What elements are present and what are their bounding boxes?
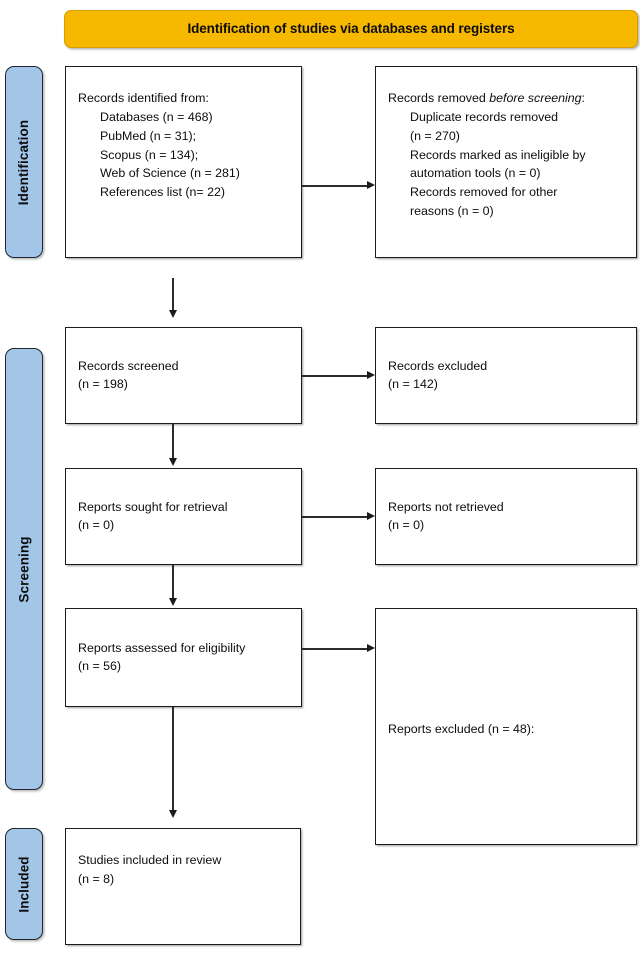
records-removed-line-5: reasons (n = 0) [410, 204, 494, 219]
records-removed-heading: Records removed before screening: [388, 89, 628, 108]
records-removed-line-3: automation tools (n = 0) [410, 166, 541, 181]
records-removed-line-1: (n = 270) [410, 128, 460, 143]
node-records-screened-body: Records screened (n = 198) [78, 357, 293, 395]
connector-assessed-to-reports-excluded-arrowhead [367, 644, 375, 652]
connector-assessed-to-included-arrowhead [168, 810, 177, 818]
node-reports-excluded-body: Reports excluded (n = 48): [388, 720, 628, 739]
records-removed-heading-italic: before screening [489, 91, 582, 105]
records-screened-line-1: (n = 198) [78, 377, 128, 392]
connector-screened-to-excluded [302, 375, 367, 377]
connector-sought-to-assessed-arrowhead [168, 598, 177, 606]
node-records-screened: Records screened (n = 198) [65, 327, 302, 424]
node-reports-assessed-body: Reports assessed for eligibility (n = 56… [78, 639, 293, 677]
records-identified-line-2: PubMed (n = 31); [100, 128, 197, 143]
records-excluded-line-1: (n = 142) [388, 377, 438, 392]
node-studies-included: Studies included in review (n = 8) [65, 828, 301, 945]
connector-sought-to-not-retrieved-arrowhead [367, 512, 375, 520]
connector-screened-to-sought [172, 424, 174, 460]
connector-sought-to-not-retrieved [302, 516, 367, 518]
node-reports-assessed: Reports assessed for eligibility (n = 56… [65, 608, 302, 707]
phase-tab-included: Included [5, 828, 43, 940]
node-records-removed: Records removed before screening: Duplic… [375, 66, 637, 258]
reports-not-retrieved-line-0: Reports not retrieved [388, 499, 504, 514]
node-records-removed-body: Records removed before screening: Duplic… [388, 89, 628, 221]
connector-assessed-to-included [172, 707, 174, 812]
node-records-identified: Records identified from: Databases (n = … [65, 66, 302, 258]
reports-assessed-line-0: Reports assessed for eligibility [78, 640, 246, 655]
node-studies-included-body: Studies included in review (n = 8) [78, 851, 292, 889]
phase-tab-identification-label: Identification [16, 119, 32, 205]
records-removed-line-4: Records removed for other [410, 185, 558, 200]
connector-identified-to-removed [302, 185, 367, 187]
records-identified-line-4: Web of Science (n = 281) [100, 166, 240, 181]
phase-tab-screening: Screening [5, 348, 43, 790]
connector-identified-to-removed-arrowhead [367, 181, 375, 189]
reports-not-retrieved-line-1: (n = 0) [388, 518, 425, 533]
stage-banner-label: Identification of studies via databases … [187, 20, 515, 36]
phase-tab-identification: Identification [5, 66, 43, 258]
connector-identified-to-screened [172, 278, 174, 310]
node-records-excluded-body: Records excluded (n = 142) [388, 357, 628, 395]
phase-tab-included-label: Included [16, 855, 32, 913]
connector-assessed-to-reports-excluded [302, 648, 367, 650]
connector-sought-to-assessed [172, 565, 174, 600]
records-removed-heading-suffix: : [581, 91, 585, 105]
reports-sought-line-0: Reports sought for retrieval [78, 499, 228, 514]
node-reports-not-retrieved: Reports not retrieved (n = 0) [375, 468, 637, 565]
records-excluded-line-0: Records excluded [388, 358, 488, 373]
reports-excluded-line-0: Reports excluded (n = 48): [388, 722, 535, 736]
node-records-excluded: Records excluded (n = 142) [375, 327, 637, 424]
connector-screened-to-sought-arrowhead [168, 458, 177, 466]
node-reports-sought-body: Reports sought for retrieval (n = 0) [78, 498, 293, 536]
records-removed-line-2: Records marked as ineligible by [410, 147, 586, 162]
reports-sought-line-1: (n = 0) [78, 518, 115, 533]
records-removed-heading-prefix: Records removed [388, 91, 490, 105]
connector-screened-to-excluded-arrowhead [367, 371, 375, 379]
records-screened-line-0: Records screened [78, 358, 179, 373]
phase-tab-screening-label: Screening [16, 535, 32, 603]
reports-assessed-line-1: (n = 56) [78, 659, 122, 674]
node-records-identified-body: Records identified from: Databases (n = … [78, 89, 293, 202]
records-identified-line-3: Scopus (n = 134); [100, 147, 199, 162]
records-identified-line-0: Records identified from: [78, 91, 209, 105]
records-removed-line-0: Duplicate records removed [410, 109, 559, 124]
studies-included-line-1: (n = 8) [78, 871, 115, 886]
records-identified-line-1: Databases (n = 468) [100, 109, 213, 124]
studies-included-line-0: Studies included in review [78, 853, 222, 867]
records-identified-line-5: References list (n= 22) [100, 185, 225, 200]
node-reports-excluded: Reports excluded (n = 48): [375, 608, 637, 845]
stage-banner-identification: Identification of studies via databases … [64, 10, 638, 48]
node-reports-sought: Reports sought for retrieval (n = 0) [65, 468, 302, 565]
node-reports-not-retrieved-body: Reports not retrieved (n = 0) [388, 498, 628, 536]
connector-identified-to-screened-arrowhead [168, 310, 177, 318]
